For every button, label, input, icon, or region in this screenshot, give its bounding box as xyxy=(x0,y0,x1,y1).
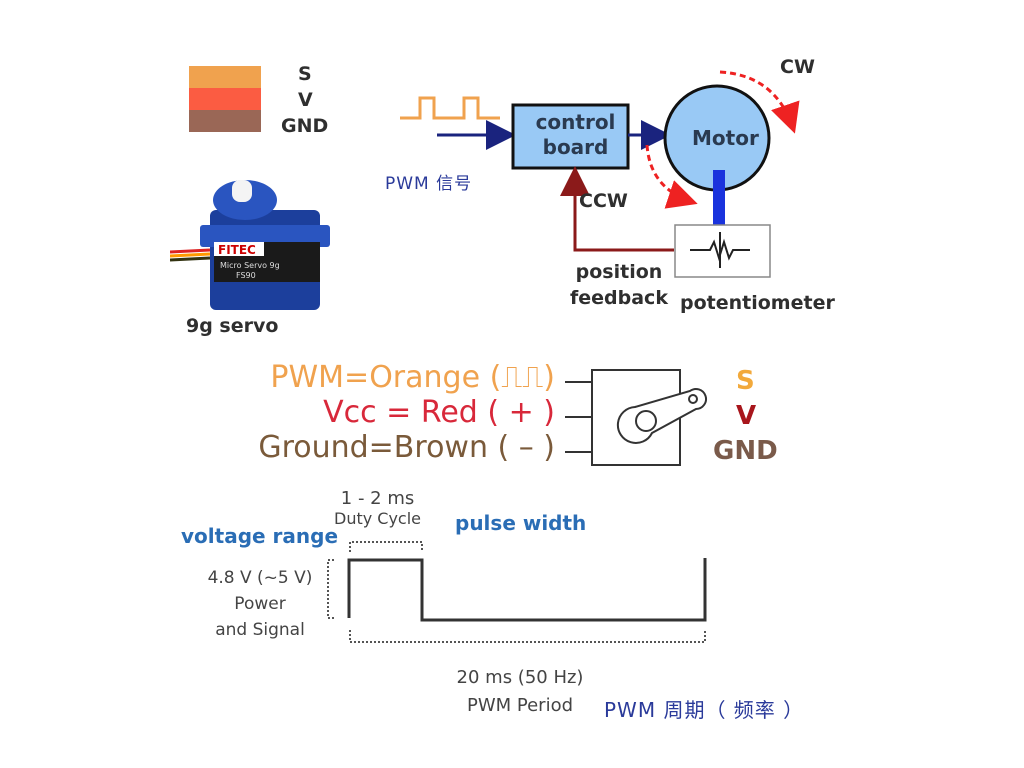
voltage-line2: Power xyxy=(234,594,286,614)
voltage-line1: 4.8 V (~5 V) xyxy=(207,568,313,588)
position-feedback-label: position feedback xyxy=(570,259,668,311)
duty-bracket xyxy=(349,541,423,552)
block-diagram xyxy=(400,70,800,278)
cw-label: CW xyxy=(780,56,815,78)
control-board-box xyxy=(511,103,630,170)
swatch-signal xyxy=(189,66,261,88)
feedback-line1: position xyxy=(575,261,663,283)
pin-gnd: GND xyxy=(713,436,778,466)
voltage-label: 4.8 V (~5 V) Power and Signal xyxy=(190,565,330,643)
potentiometer-label: potentiometer xyxy=(680,292,835,314)
pulse-signal xyxy=(347,558,707,622)
voltage-range-label: voltage range xyxy=(181,524,339,548)
servo-image: FITEC Micro Servo 9g FS90 xyxy=(170,180,330,310)
duty-line2: Duty Cycle xyxy=(334,509,422,528)
control-board-line1: control xyxy=(535,110,616,134)
servo-symbol xyxy=(565,369,707,466)
voltage-line3: and Signal xyxy=(215,620,305,640)
wiring-vcc: Vcc = Red ( + ) xyxy=(323,395,555,430)
feedback-arrow xyxy=(560,166,674,252)
legend-label-s: S xyxy=(298,63,312,85)
pwm-wave-icon xyxy=(400,96,500,120)
pin-s: S xyxy=(736,366,755,396)
wiring-pwm: PWM=Orange (⎍⎍) xyxy=(270,360,555,395)
servo-model-line: Micro Servo 9g xyxy=(220,261,280,270)
resistor-icon xyxy=(690,238,750,262)
wire-color-legend xyxy=(189,66,261,132)
swatch-vcc xyxy=(189,88,261,110)
control-board-line2: board xyxy=(542,135,609,159)
period-bracket xyxy=(349,630,706,643)
wiring-labels: PWM=Orange (⎍⎍) Vcc = Red ( + ) Ground=B… xyxy=(215,360,555,465)
feedback-line2: feedback xyxy=(570,287,668,309)
motor-label: Motor xyxy=(692,126,759,150)
servo-brand: FITEC xyxy=(218,243,256,257)
pwm-signal-label: PWM 信号 xyxy=(385,174,473,194)
pwm-period-cn-label: PWM 周期（ 频率 ） xyxy=(604,698,805,722)
pin-v: V xyxy=(736,401,757,431)
pwm-timing-waveform xyxy=(327,541,707,643)
period-line1: 20 ms (50 Hz) xyxy=(456,667,584,688)
duty-line1: 1 - 2 ms xyxy=(340,488,415,509)
potentiometer-box xyxy=(674,224,771,278)
pulse-width-label: pulse width xyxy=(455,511,587,535)
servo-model: FS90 xyxy=(236,271,256,280)
ccw-label: CCW xyxy=(579,190,628,212)
swatch-gnd xyxy=(189,110,261,132)
period-label: 20 ms (50 Hz) PWM Period xyxy=(440,664,600,720)
period-line2: PWM Period xyxy=(466,695,574,716)
voltage-bracket xyxy=(327,559,334,619)
legend-label-v: V xyxy=(298,89,313,111)
legend-label-gnd: GND xyxy=(281,115,329,137)
cw-arrow-icon xyxy=(719,70,800,134)
wiring-gnd: Ground=Brown ( – ) xyxy=(258,430,555,465)
servo-caption: 9g servo xyxy=(186,315,279,337)
control-board-label: control board xyxy=(513,110,638,160)
motor-shaft xyxy=(713,170,725,230)
duty-label: 1 - 2 ms Duty Cycle xyxy=(334,488,421,528)
